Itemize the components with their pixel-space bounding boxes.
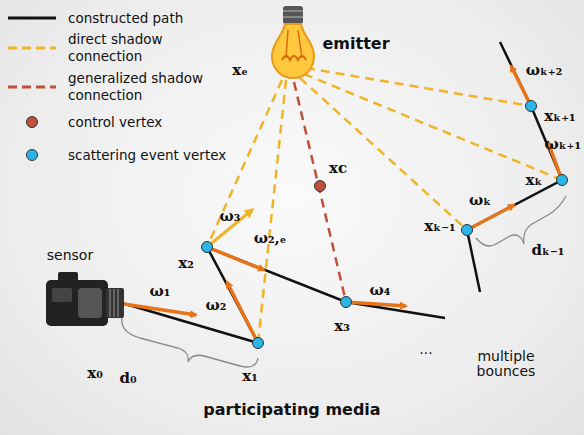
shadow-connections [207,68,562,343]
legend-text: direct shadow connection [68,31,208,65]
math-symbol: ω₂ [206,297,227,314]
caption-label: participating media [203,401,380,419]
math-symbol: x₂ [178,255,194,272]
constructed-path [122,42,562,343]
math-symbol: x₀ [87,365,103,382]
text-label: ... [419,342,432,357]
text-label: sensor [47,248,93,263]
legend-text: scattering event vertex [68,147,248,164]
legend-text: generalized shadow connection [68,70,208,104]
math-symbol: xₖ₋₁ [424,218,455,235]
math-symbol: xₖ₊₁ [544,108,575,125]
math-symbol: ω₁ [150,283,171,300]
math-symbol: ω₃ [220,208,241,225]
distance-braces [122,196,566,367]
math-symbol: xₖ [526,172,543,189]
math-symbol: ωₖ [469,192,491,209]
legend-text: control vertex [68,114,248,131]
legend-text: constructed path [68,10,248,27]
direction-arrows [124,66,562,343]
math-symbol: ω₄ [370,282,391,299]
light-bulb [272,6,314,78]
generalized-connection [294,82,346,302]
math-symbol: xₑ [232,62,248,79]
math-symbol: ωₖ₊₂ [526,62,563,79]
math-symbol: dₖ₋₁ [532,242,565,259]
text-label: emitter [322,35,389,53]
legend-samples [8,18,56,161]
camera-icon [46,272,124,326]
math-symbol: ω₂,ₑ [254,230,287,247]
math-symbol: x₁ [242,368,258,385]
vertices [202,101,568,349]
math-symbol: ωₖ₊₁ [544,136,581,153]
math-symbol: x₃ [334,318,350,335]
text-label: multiple bounces [466,349,546,380]
math-symbol: d₀ [119,370,136,387]
math-symbol: xc [329,160,347,177]
